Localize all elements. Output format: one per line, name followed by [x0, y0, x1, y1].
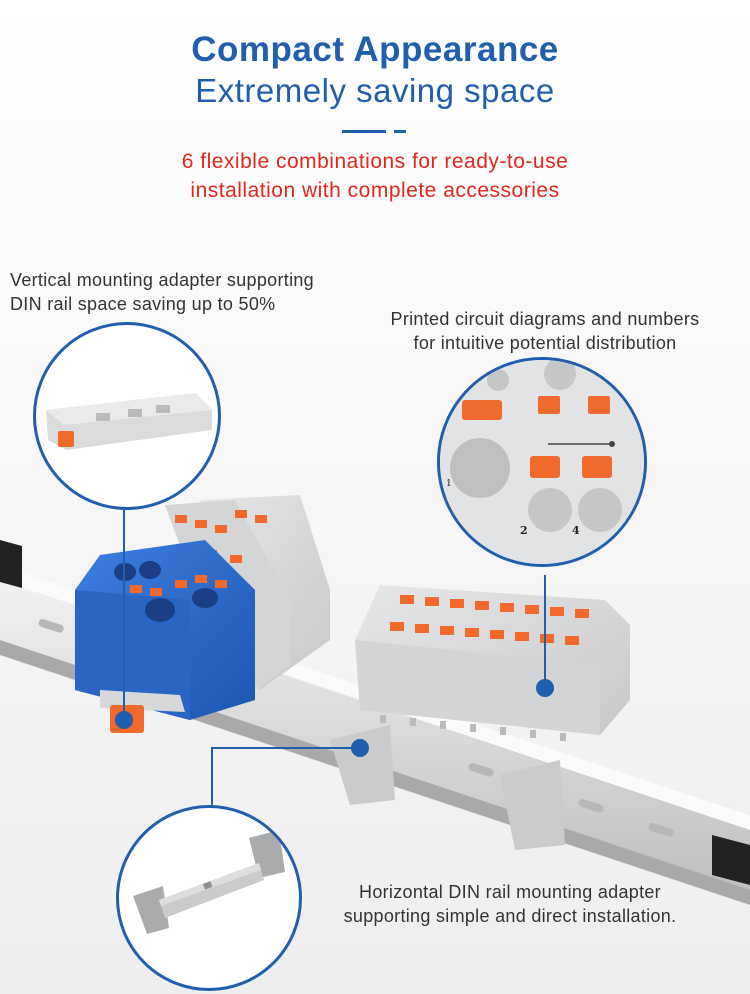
tagline-line-2: installation with complete accessories [190, 179, 560, 202]
horizontal-adapter-caption: Horizontal DIN rail mounting adapter sup… [300, 880, 720, 928]
horizontal-adapter-caption-line-1: Horizontal DIN rail mounting adapter [359, 882, 661, 902]
circuit-number-1: 1 [446, 479, 452, 489]
horizontal-adapter-detail [116, 805, 302, 991]
title-divider-long [342, 130, 386, 133]
vertical-adapter-caption: Vertical mounting adapter supporting DIN… [10, 268, 314, 316]
circuit-number-2: 2 [520, 524, 528, 537]
circuit-diagram-marker [536, 679, 554, 697]
blue-distribution-block [75, 540, 255, 733]
vertical-adapter-detail [33, 322, 221, 510]
circuit-diagram-detail: 1 2 4 6 [437, 357, 647, 567]
title-divider-short [394, 130, 406, 133]
vertical-adapter-caption-line-2: DIN rail space saving up to 50% [10, 294, 276, 314]
vertical-adapter-marker [115, 711, 133, 729]
vertical-adapter-caption-line-1: Vertical mounting adapter supporting [10, 270, 314, 290]
tagline: 6 flexible combinations for ready-to-use… [0, 147, 750, 205]
circuit-diagram-caption-line-1: Printed circuit diagrams and numbers [390, 309, 700, 329]
right-grey-terminal-block [330, 585, 630, 850]
horizontal-adapter-caption-line-2: supporting simple and direct installatio… [343, 906, 677, 926]
vertical-adapter-image [46, 393, 212, 450]
page-title: Compact Appearance [191, 30, 559, 69]
horizontal-adapter-image [133, 830, 285, 934]
circuit-diagram-caption-line-2: for intuitive potential distribution [413, 333, 677, 353]
circuit-number-4: 4 [572, 524, 580, 537]
horizontal-adapter-marker [351, 739, 369, 757]
tagline-line-1: 6 flexible combinations for ready-to-use [181, 150, 569, 173]
circuit-diagram-image: 1 2 4 6 [440, 360, 644, 564]
page-subtitle: Extremely saving space [195, 72, 555, 109]
circuit-diagram-caption: Printed circuit diagrams and numbers for… [360, 307, 730, 355]
